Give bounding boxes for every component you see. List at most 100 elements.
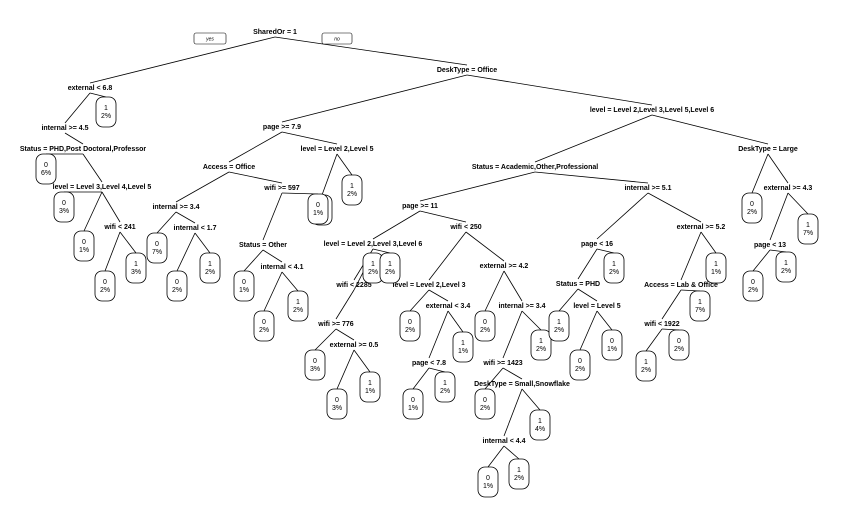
- leaf-class: 0: [483, 397, 487, 404]
- leaf-class: 0: [486, 475, 490, 482]
- split-label: external >= 4.3: [764, 185, 813, 192]
- tree-edge: [428, 289, 449, 302]
- leaf-node: 12%: [362, 252, 384, 284]
- split-label: DeskType = Office: [437, 67, 497, 74]
- tree-edge: [64, 132, 84, 145]
- leaf-nodes: 12%06%03%01%02%13%07%02%12%01%02%12%12%0…: [35, 96, 819, 498]
- leaf-node: 12%: [508, 458, 530, 490]
- leaf-percent: 2%: [554, 327, 564, 334]
- leaf-percent: 1%: [607, 346, 617, 353]
- no-branch-tag: no: [321, 32, 353, 45]
- tree-edge: [64, 92, 91, 124]
- tree-edge: [175, 171, 230, 203]
- split-label: external >= 4.2: [480, 263, 529, 270]
- leaf-class: 1: [698, 299, 702, 306]
- tree-edge: [502, 367, 523, 380]
- leaf-box: [253, 310, 275, 342]
- leaf-class: 0: [44, 162, 48, 169]
- tree-edge: [596, 192, 649, 240]
- split-label: Status = Other: [239, 242, 287, 249]
- leaf-class: 0: [335, 397, 339, 404]
- leaf-node: 03%: [53, 191, 75, 223]
- tree-edge: [521, 388, 541, 411]
- split-label: SharedOr = 1: [253, 29, 297, 36]
- split-label: internal >= 4.5: [41, 125, 88, 132]
- leaf-node: 12%: [287, 290, 309, 322]
- leaf-class: 0: [242, 279, 246, 286]
- leaf-node: 03%: [304, 349, 326, 381]
- tree-edge: [335, 289, 355, 320]
- leaf-node: 12%: [635, 350, 657, 382]
- tree-edge: [336, 153, 353, 176]
- leaf-box: [95, 96, 117, 128]
- split-label: wifi < 2285: [335, 282, 371, 289]
- leaf-node: 11%: [705, 252, 727, 284]
- leaf-percent: 1%: [79, 247, 89, 254]
- leaf-percent: 2%: [480, 327, 490, 334]
- tree-edge: [751, 153, 769, 194]
- split-label: page < 13: [754, 242, 786, 249]
- tree-edge: [752, 249, 771, 272]
- leaf-percent: 2%: [674, 346, 684, 353]
- leaf-class: 1: [612, 261, 616, 268]
- tree-edge: [281, 192, 319, 195]
- leaf-box: [287, 290, 309, 322]
- leaf-box: [399, 310, 421, 342]
- leaf-percent: 3%: [310, 366, 320, 373]
- leaf-node: 02%: [474, 310, 496, 342]
- leaf-node: 01%: [601, 329, 623, 361]
- leaf-box: [569, 349, 591, 381]
- leaf-percent: 3%: [59, 208, 69, 215]
- tree-edge: [372, 248, 391, 254]
- leaf-node: 12%: [603, 252, 625, 284]
- leaf-box: [304, 349, 326, 381]
- tree-edge: [314, 328, 337, 351]
- leaf-box: [233, 270, 255, 302]
- leaf-percent: 2%: [609, 269, 619, 276]
- leaf-percent: 2%: [100, 287, 110, 294]
- split-label: wifi >= 776: [317, 321, 354, 328]
- tree-edge: [321, 153, 338, 196]
- tree-edge: [353, 349, 371, 373]
- tree-edge: [787, 192, 809, 215]
- leaf-percent: 3%: [131, 269, 141, 276]
- leaf-node: 02%: [166, 270, 188, 302]
- tree-edges: [46, 36, 809, 468]
- leaf-box: [402, 388, 424, 420]
- tree-edge: [228, 131, 283, 163]
- leaf-percent: 1%: [239, 287, 249, 294]
- leaf-class: 1: [538, 418, 542, 425]
- split-label: internal < 1.7: [174, 225, 217, 232]
- split-label: Status = Academic,Other,Professional: [472, 164, 598, 171]
- tree-edge: [412, 367, 430, 390]
- tree-edge: [281, 271, 299, 292]
- tree-edge: [465, 231, 505, 262]
- leaf-percent: 2%: [205, 269, 215, 276]
- leaf-percent: 1%: [458, 348, 468, 355]
- leaf-node: 07%: [146, 232, 168, 264]
- leaf-node: 17%: [689, 290, 711, 322]
- leaf-class: 1: [714, 261, 718, 268]
- leaf-node: 02%: [399, 310, 421, 342]
- leaf-box: [668, 329, 690, 361]
- leaf-percent: 2%: [259, 327, 269, 334]
- tree-edge: [263, 271, 283, 312]
- leaf-class: 1: [539, 338, 543, 345]
- tree-edge: [680, 231, 702, 281]
- leaf-node: 02%: [668, 329, 690, 361]
- tree-edge: [466, 74, 653, 106]
- leaf-percent: 1%: [711, 269, 721, 276]
- split-label: wifi >= 597: [263, 185, 300, 192]
- split-label: Access = Lab & Office: [644, 282, 718, 289]
- leaf-class: 0: [262, 319, 266, 326]
- tree-edge: [274, 36, 468, 66]
- tree-edge: [419, 210, 467, 223]
- tree-edge: [534, 114, 653, 163]
- leaf-node: 12%: [95, 96, 117, 128]
- leaf-percent: 7%: [803, 230, 813, 237]
- leaf-class: 0: [82, 239, 86, 246]
- leaf-class: 1: [104, 105, 108, 112]
- tree-edge: [534, 171, 649, 184]
- leaf-class: 0: [155, 241, 159, 248]
